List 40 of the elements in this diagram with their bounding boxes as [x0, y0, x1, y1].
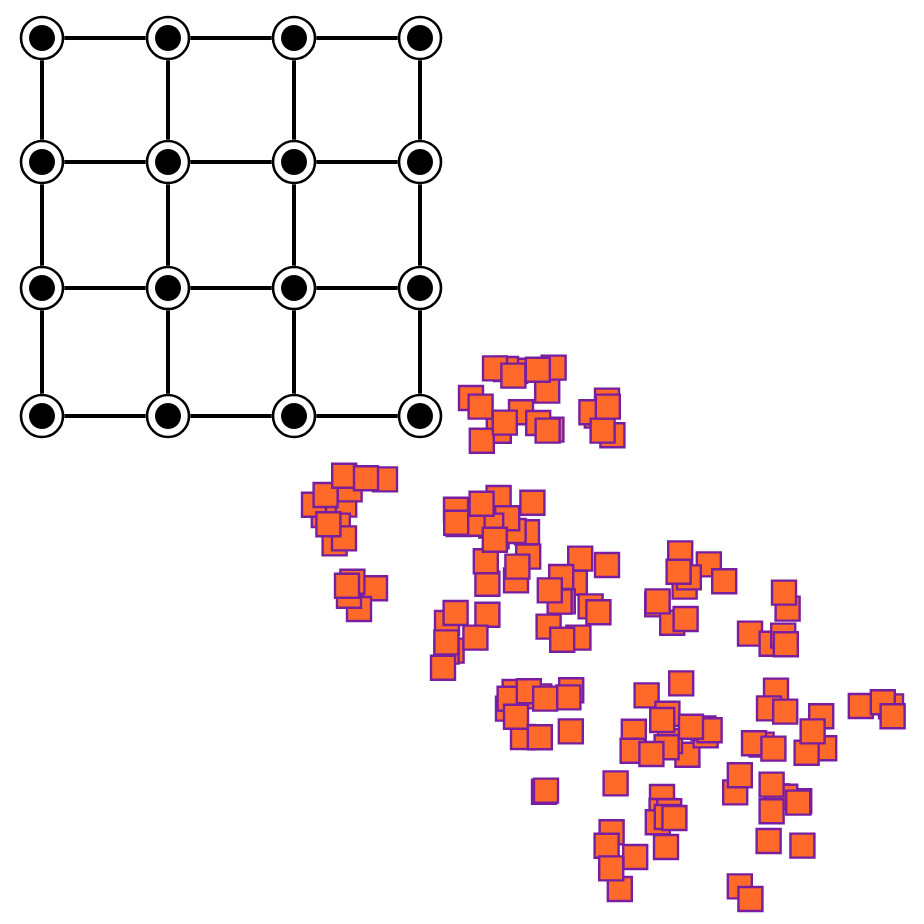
- node-circle: [19, 265, 65, 311]
- node-circle: [397, 393, 443, 439]
- node-circle: [145, 15, 191, 61]
- connector-line: [166, 184, 170, 266]
- connector-line: [190, 36, 272, 40]
- node-circle: [19, 139, 65, 185]
- connector-line: [190, 414, 272, 418]
- node-circle: [397, 139, 443, 185]
- node-circle: [19, 393, 65, 439]
- node-circle: [145, 393, 191, 439]
- connector-line: [316, 286, 398, 290]
- connector-line: [64, 36, 146, 40]
- connector-line: [40, 184, 44, 266]
- node-circle: [271, 15, 317, 61]
- connector-line: [292, 60, 296, 140]
- node-circle: [145, 139, 191, 185]
- node-circle: [397, 15, 443, 61]
- node-circle: [271, 393, 317, 439]
- node-circle: [397, 265, 443, 311]
- node-circle: [271, 139, 317, 185]
- connector-line: [292, 184, 296, 266]
- connector-line: [166, 60, 170, 140]
- connector-line: [64, 160, 146, 164]
- node-circle: [19, 15, 65, 61]
- node-circle: [145, 265, 191, 311]
- connector-line: [418, 60, 422, 140]
- connector-line: [316, 160, 398, 164]
- connector-line: [316, 414, 398, 418]
- connector-line: [64, 414, 146, 418]
- node-circle: [271, 265, 317, 311]
- connector-line: [316, 36, 398, 40]
- connector-line: [190, 160, 272, 164]
- connector-line: [166, 310, 170, 394]
- connector-line: [40, 60, 44, 140]
- connector-line: [418, 310, 422, 394]
- connector-line: [190, 286, 272, 290]
- connector-line: [64, 286, 146, 290]
- connector-line: [292, 310, 296, 394]
- connector-line: [418, 184, 422, 266]
- connector-line: [40, 310, 44, 394]
